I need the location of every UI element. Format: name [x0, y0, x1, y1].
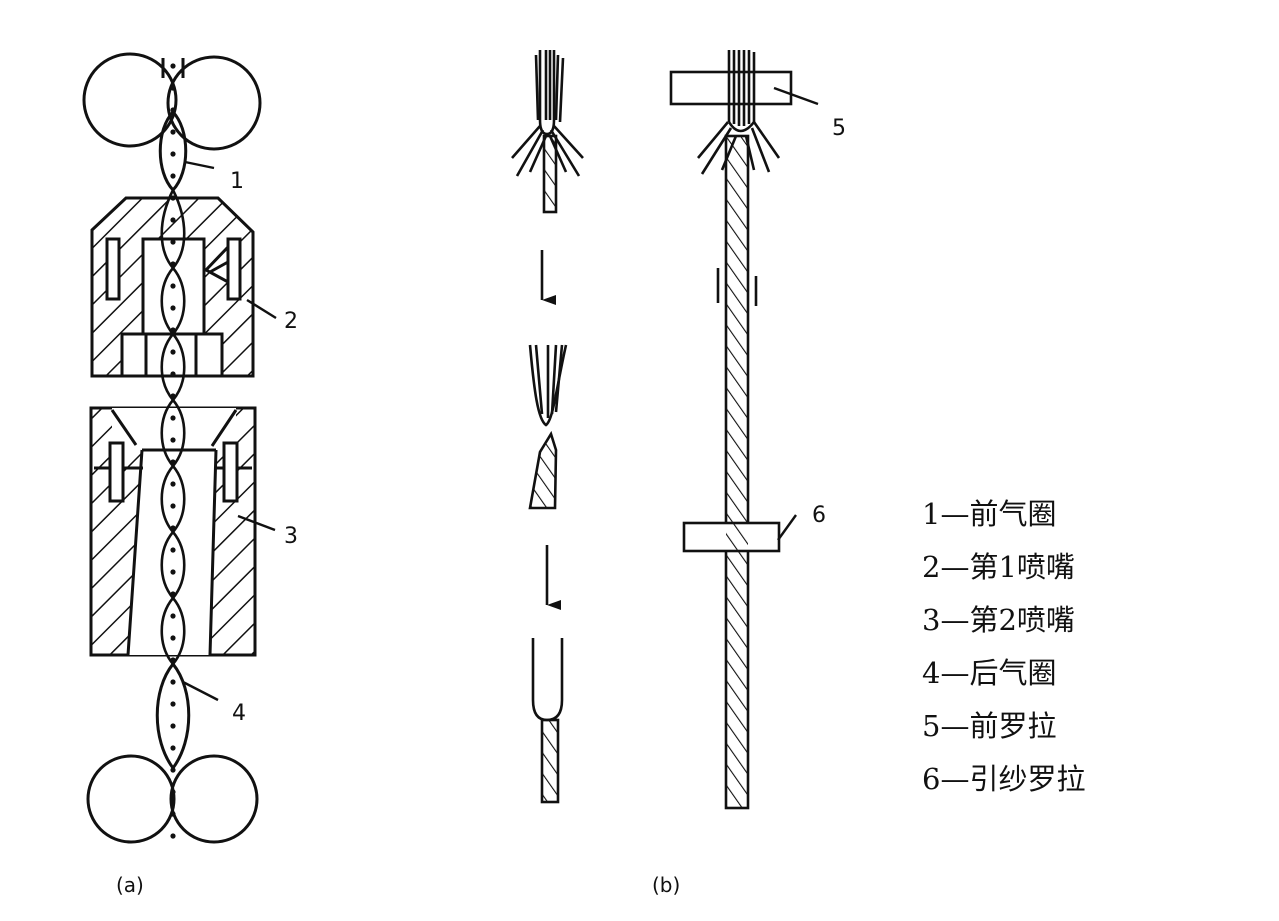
fibre-dot	[170, 107, 176, 113]
fibre-dot	[170, 239, 176, 245]
yarn-body	[724, 134, 750, 810]
callout-1: 1	[230, 169, 244, 194]
callout-3: 3	[284, 524, 298, 549]
fibre-dot	[170, 129, 176, 135]
sequence-stage-wrapping	[511, 50, 584, 214]
twisted-strand	[160, 189, 186, 665]
fibre-dot	[170, 503, 176, 509]
fibre-dot	[170, 591, 176, 597]
fibre-dot	[170, 305, 176, 311]
fibre-dot	[170, 217, 176, 223]
legend: 1—前气圈 2—第1喷嘴 3—第2喷嘴 4—后气圈 5—前罗拉 6—引纱罗拉	[922, 488, 1085, 806]
fibre-dot	[170, 679, 176, 685]
fibre-dot	[170, 701, 176, 707]
front-rollers	[82, 52, 262, 151]
panel-a-label: (a)	[116, 873, 144, 897]
fibre-dot	[170, 459, 176, 465]
fibre-dot	[170, 261, 176, 267]
legend-item-front-balloon: 1—前气圈	[922, 497, 1057, 531]
legend-item-rear-balloon: 4—后气圈	[922, 656, 1057, 690]
legend-item-front-roller: 5—前罗拉	[922, 709, 1057, 743]
panel-b-full-yarn	[669, 50, 819, 810]
fibre-dot	[170, 151, 176, 157]
panel-a	[82, 52, 277, 844]
fibre-dot	[170, 85, 176, 91]
fibre-dot	[170, 767, 176, 773]
panel-labels: (a) (b)	[116, 873, 680, 897]
fibre-dot	[170, 195, 176, 201]
panel-b-label: (b)	[652, 873, 680, 897]
delivery-rollers	[86, 754, 259, 844]
fibre-dot	[170, 811, 176, 817]
fibre-dot	[170, 833, 176, 839]
callout-labels: 1 2 3 4 5 6	[230, 116, 846, 726]
sequence-stage-drawn	[531, 638, 564, 804]
legend-item-delivery-roller: 6—引纱罗拉	[922, 762, 1086, 796]
callout-4: 4	[232, 701, 246, 726]
fibre-dot	[170, 371, 176, 377]
fibre-dot	[170, 63, 176, 69]
fibre-dot	[170, 283, 176, 289]
fibre-dot	[170, 657, 176, 663]
fibre-dots	[170, 63, 176, 839]
callout-5: 5	[832, 116, 846, 141]
fibre-dot	[170, 393, 176, 399]
fibre-dot	[170, 547, 176, 553]
callout-6: 6	[812, 503, 826, 528]
fibre-dot	[170, 525, 176, 531]
fibre-dot	[170, 613, 176, 619]
fibre-dot	[170, 635, 176, 641]
fibre-dot	[170, 723, 176, 729]
fibre-dot	[170, 415, 176, 421]
fibre-dot	[170, 437, 176, 443]
fibre-dot	[170, 481, 176, 487]
callout-2: 2	[284, 309, 298, 334]
fibre-dot	[170, 349, 176, 355]
fibre-dot	[170, 327, 176, 333]
fibre-dot	[170, 789, 176, 795]
legend-item-first-nozzle: 2—第1喷嘴	[922, 550, 1075, 584]
front-roller-nip	[669, 70, 793, 106]
fibre-dot	[170, 745, 176, 751]
sequence-stage-broken	[528, 344, 568, 510]
fibre-dot	[170, 569, 176, 575]
legend-item-second-nozzle: 3—第2喷嘴	[922, 603, 1075, 637]
panel-b-sequence	[511, 50, 584, 804]
fibre-dot	[170, 173, 176, 179]
